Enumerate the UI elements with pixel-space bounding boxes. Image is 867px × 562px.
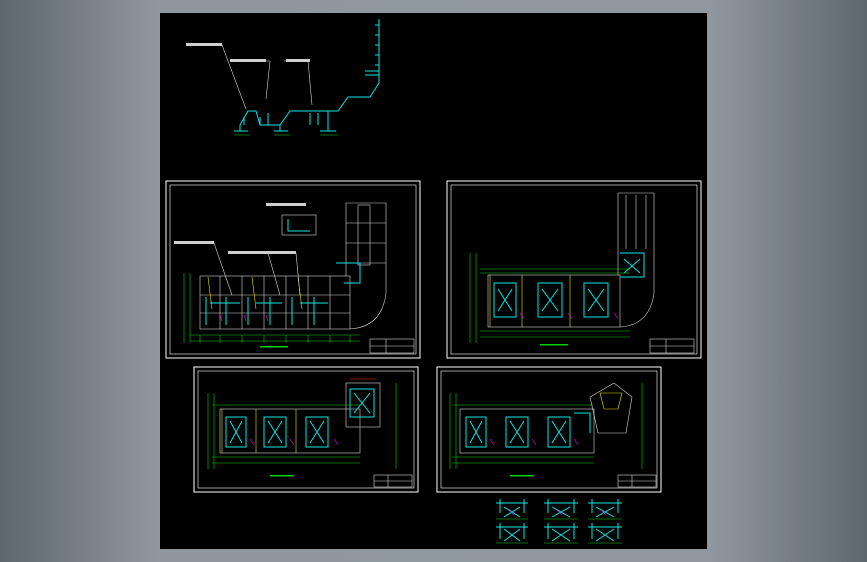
drawing-canvas[interactable] bbox=[160, 13, 707, 549]
riser-diagram[interactable] bbox=[186, 19, 380, 136]
plan-sheet-1[interactable] bbox=[165, 180, 421, 359]
plan-sheet-4[interactable] bbox=[436, 366, 662, 493]
cad-model-viewport[interactable] bbox=[160, 13, 707, 549]
detail-units[interactable] bbox=[496, 499, 622, 544]
plan-sheet-3[interactable] bbox=[193, 366, 419, 493]
plan-sheet-2[interactable] bbox=[446, 180, 702, 359]
